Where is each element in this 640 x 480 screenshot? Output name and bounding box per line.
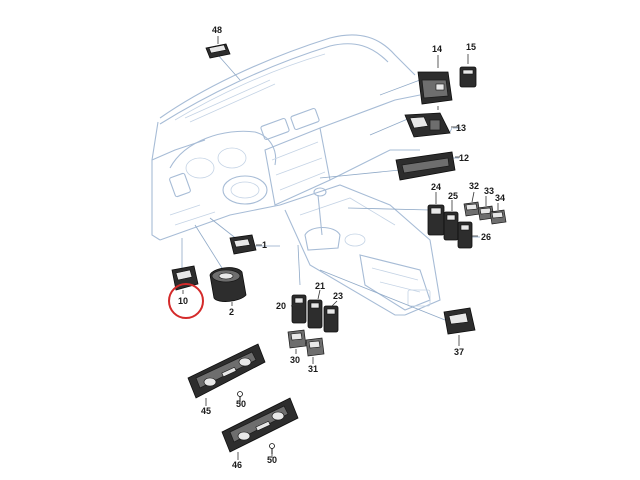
callout-37: 37 [454, 347, 464, 357]
callout-50a: 50 [236, 399, 246, 409]
callout-15: 15 [466, 42, 476, 52]
label-ticks [182, 36, 499, 460]
callout-2: 2 [229, 307, 234, 317]
callout-numbers: 48 14 15 13 12 24 25 32 33 34 26 1 10 2 … [178, 25, 505, 470]
callout-14: 14 [432, 44, 442, 54]
callout-30: 30 [290, 355, 300, 365]
part-15 [459, 66, 477, 88]
part-30 [287, 329, 307, 349]
part-14 [417, 71, 453, 105]
part-2 [209, 267, 247, 302]
callout-45: 45 [201, 406, 211, 416]
callout-12: 12 [459, 153, 469, 163]
callout-1: 1 [262, 240, 267, 250]
part-31 [305, 337, 325, 357]
part-45 [187, 343, 266, 399]
callout-33: 33 [484, 186, 494, 196]
part-12 [395, 151, 456, 181]
callout-46: 46 [232, 460, 242, 470]
part-13 [404, 112, 451, 138]
part-34 [489, 209, 507, 225]
dashboard-outline [151, 34, 441, 316]
callout-23: 23 [333, 291, 343, 301]
callout-50b: 50 [267, 455, 277, 465]
highlight-circle [168, 283, 204, 319]
leader-lines [181, 54, 480, 321]
callout-21: 21 [315, 281, 325, 291]
callout-10: 10 [178, 296, 188, 306]
part-46 [221, 397, 299, 453]
part-21 [307, 299, 323, 329]
callout-26: 26 [481, 232, 491, 242]
part-37 [443, 307, 476, 335]
part-26 [457, 221, 473, 249]
part-25 [443, 211, 459, 241]
callout-24: 24 [431, 182, 441, 192]
callout-20: 20 [276, 301, 286, 311]
part-23 [323, 305, 339, 333]
callout-25: 25 [448, 191, 458, 201]
part-1 [229, 234, 257, 255]
part-20 [291, 294, 307, 324]
callout-48: 48 [212, 25, 222, 35]
callout-13: 13 [456, 123, 466, 133]
part-50-lower [269, 443, 275, 454]
part-24 [427, 204, 445, 236]
callout-34: 34 [495, 193, 505, 203]
callout-31: 31 [308, 364, 318, 374]
part-48 [205, 43, 231, 59]
part-32 [463, 201, 481, 217]
part-50-upper [237, 391, 243, 402]
callout-32: 32 [469, 181, 479, 191]
